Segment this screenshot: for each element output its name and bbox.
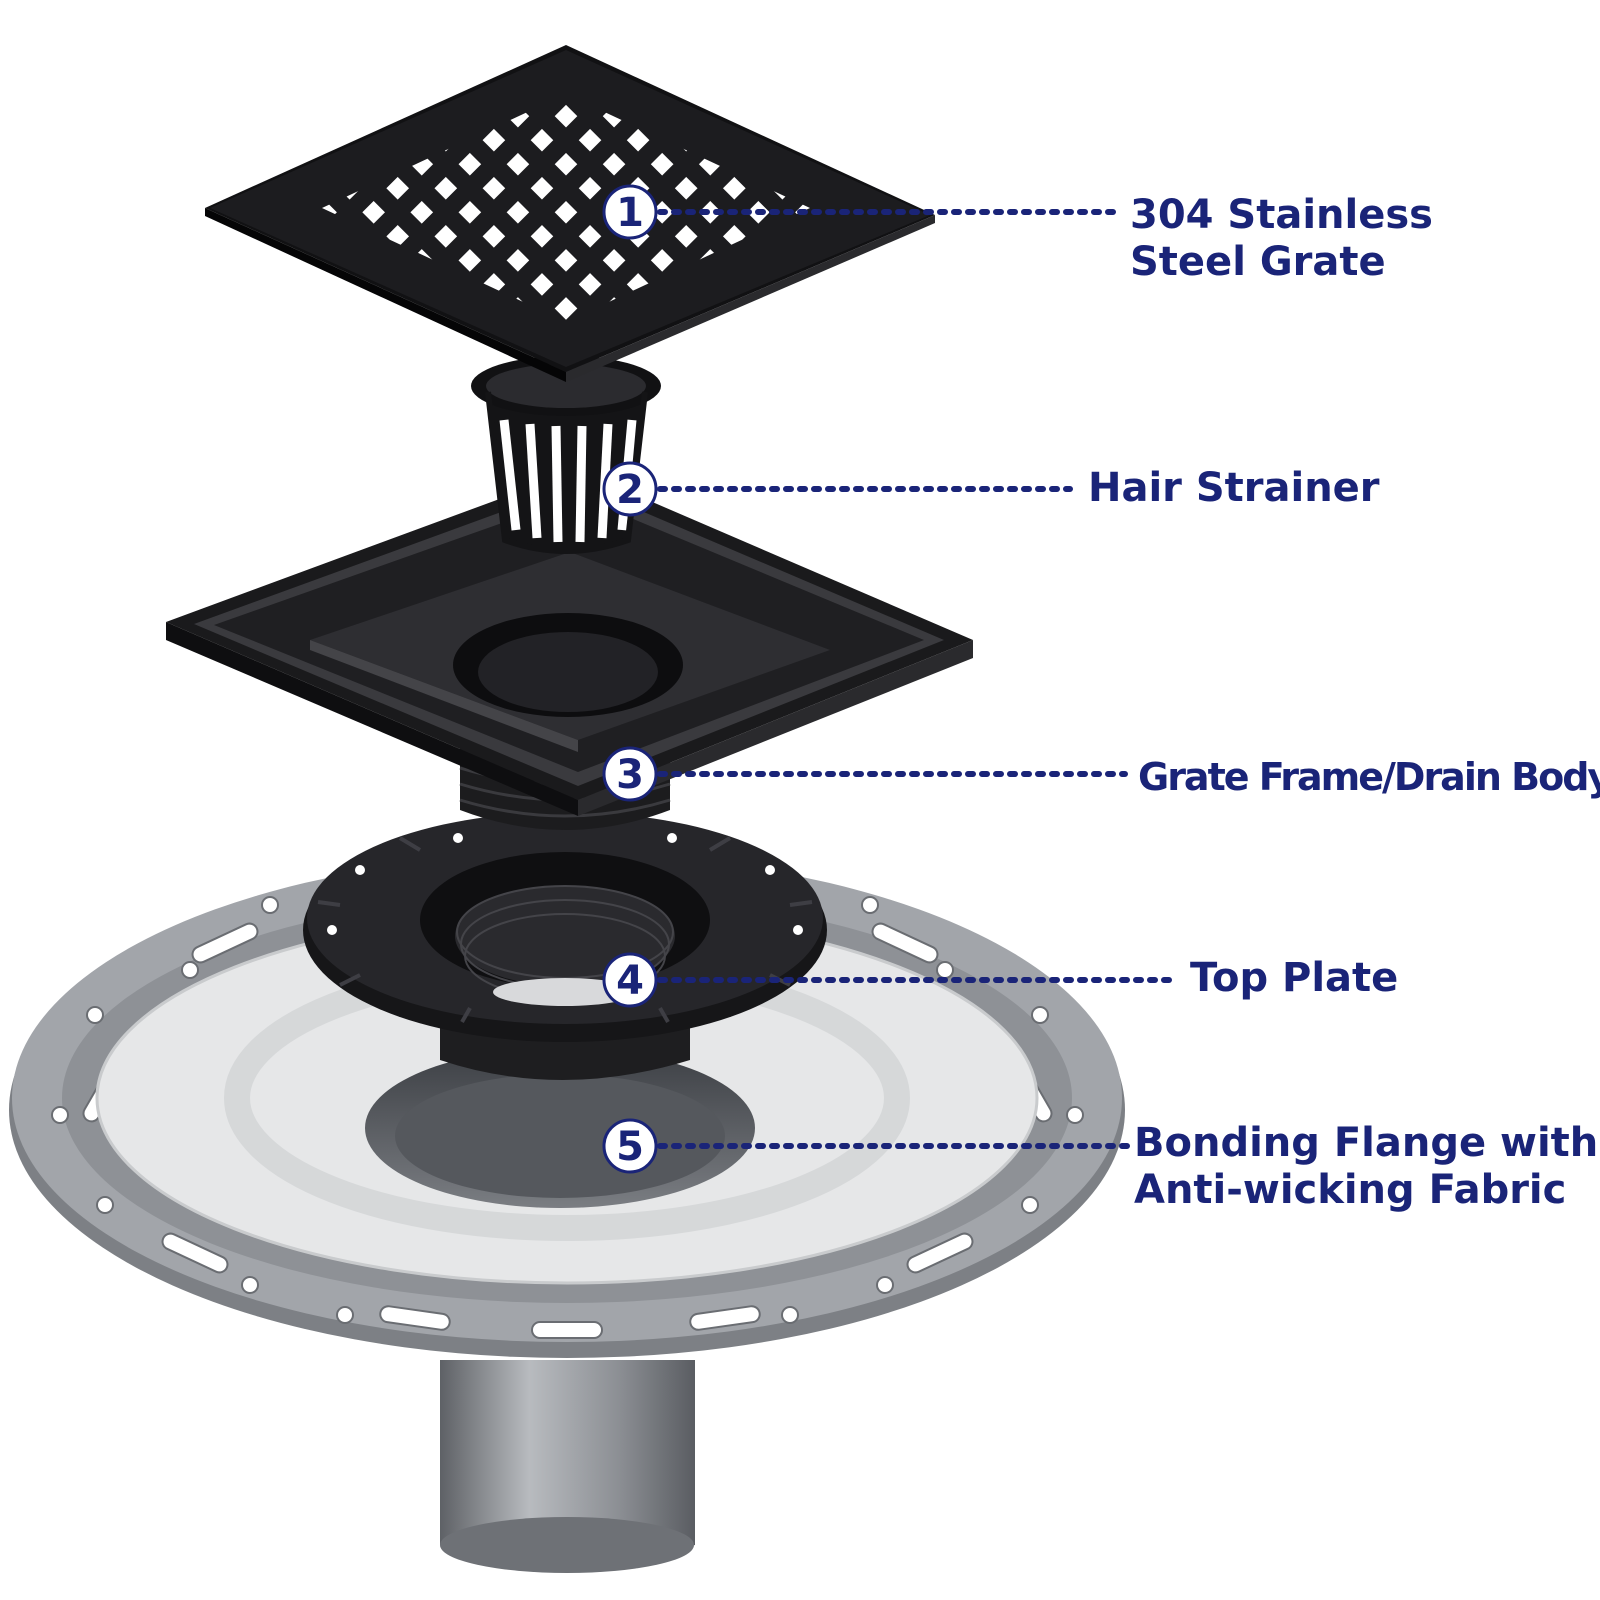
stainless-steel-grate [205,45,935,382]
callout-label-bonding-flange: Bonding Flange with Anti-wicking Fabric [1134,1120,1598,1214]
badge-1-number: 1 [616,190,644,236]
bonding-flange [9,854,1125,1573]
callout-label-grate-line-1: 304 Stainless [1130,192,1433,238]
grate-frame-drain-body [166,470,973,830]
badge-4: 4 [602,952,658,1008]
callout-label-hair-strainer: Hair Strainer [1088,465,1380,512]
badge-2: 2 [602,461,658,517]
badge-1: 1 [602,184,658,240]
badge-3-number: 3 [616,752,644,798]
callout-label-drain-body-line-1: Grate Frame/Drain Body [1138,755,1600,799]
callout-label-grate: 304 Stainless Steel Grate [1130,192,1433,286]
callout-label-bonding-flange-line-1: Bonding Flange with [1134,1120,1599,1166]
badge-4-number: 4 [616,958,644,1004]
badge-5: 5 [602,1118,658,1174]
callout-label-top-plate: Top Plate [1190,955,1398,1002]
callout-label-top-plate-line-1: Top Plate [1190,955,1399,1001]
badge-5-number: 5 [616,1124,644,1170]
badge-3: 3 [602,746,658,802]
callout-label-hair-strainer-line-1: Hair Strainer [1088,465,1380,511]
top-plate [303,812,827,1080]
callout-label-bonding-flange-line-2: Anti-wicking Fabric [1134,1166,1567,1213]
badge-2-number: 2 [616,467,644,513]
callout-label-drain-body: Grate Frame/Drain Body [1138,755,1600,799]
leader-lines [657,209,1181,1149]
callout-label-grate-line-2: Steel Grate [1130,238,1386,285]
